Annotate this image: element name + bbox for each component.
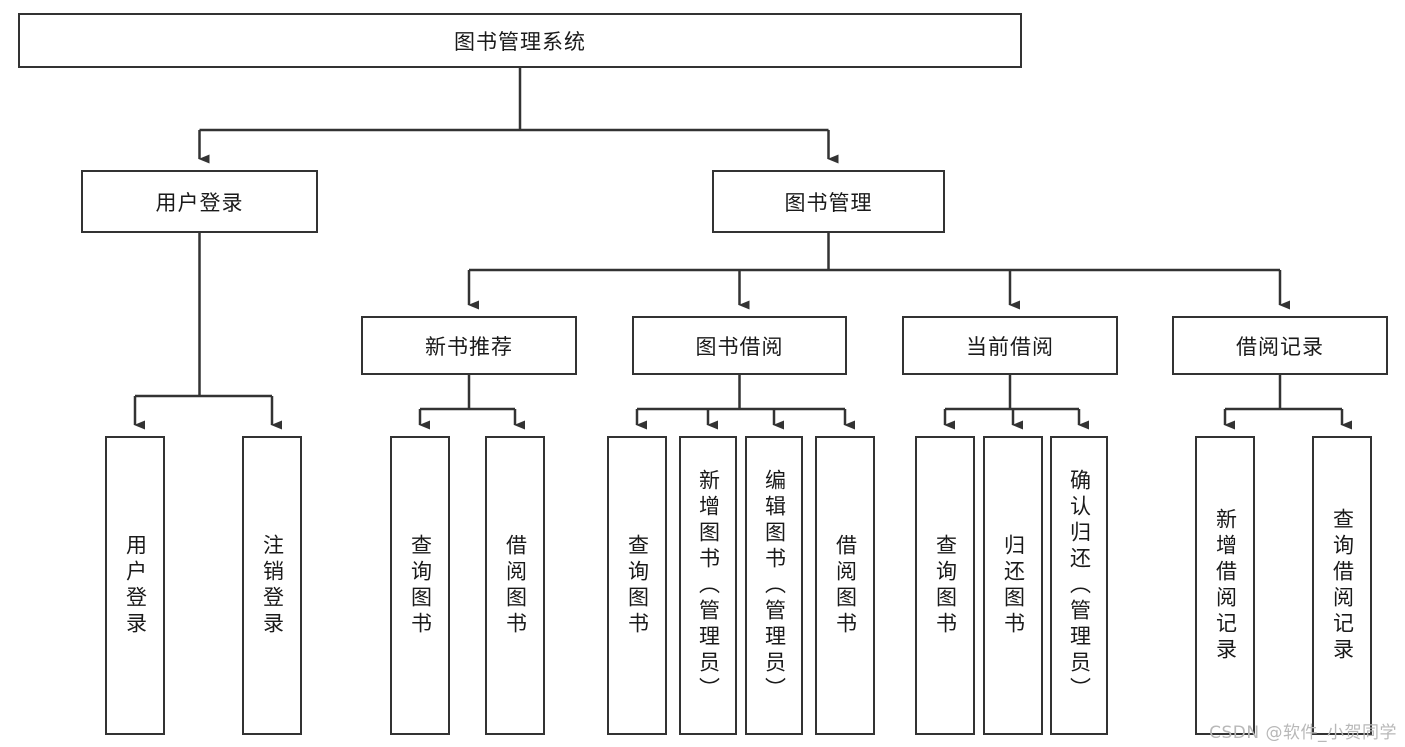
node-leaf-edit-book-label: 编辑图书（管理员） [762,468,787,703]
node-leaf-borrow-book-new-label: 借阅图书 [503,533,528,638]
node-leaf-add-book-label: 新增图书（管理员） [696,468,721,703]
node-user-login-label: 用户登录 [155,190,244,215]
node-leaf-query-book-current-label: 查询图书 [933,533,958,638]
node-leaf-user-login-label: 用户登录 [123,533,148,638]
node-leaf-user-logout[interactable]: 注销登录 [242,436,302,735]
node-leaf-add-book[interactable]: 新增图书（管理员） [679,436,737,735]
node-leaf-add-record-label: 新增借阅记录 [1213,507,1238,664]
node-root[interactable]: 图书管理系统 [18,13,1022,68]
node-new-book-rec-label: 新书推荐 [425,334,513,359]
node-borrow-record-label: 借阅记录 [1236,334,1324,359]
node-root-label: 图书管理系统 [454,29,586,54]
node-leaf-borrow-book-label: 借阅图书 [833,533,858,638]
node-book-borrow-label: 图书借阅 [695,334,784,359]
node-new-book-rec[interactable]: 新书推荐 [361,316,577,375]
node-leaf-query-book-borrow-label: 查询图书 [625,533,650,638]
node-current-borrow-label: 当前借阅 [966,334,1054,359]
node-leaf-confirm-return[interactable]: 确认归还（管理员） [1050,436,1108,735]
node-leaf-add-record[interactable]: 新增借阅记录 [1195,436,1255,735]
node-leaf-confirm-return-label: 确认归还（管理员） [1067,468,1092,703]
node-leaf-edit-book[interactable]: 编辑图书（管理员） [745,436,803,735]
node-leaf-return-book-label: 归还图书 [1001,533,1026,638]
node-leaf-return-book[interactable]: 归还图书 [983,436,1043,735]
node-leaf-query-record[interactable]: 查询借阅记录 [1312,436,1372,735]
watermark: CSDN @软件_小贺同学 [1209,723,1397,743]
node-leaf-user-logout-label: 注销登录 [260,533,285,638]
node-leaf-query-book-new-label: 查询图书 [408,533,433,638]
node-leaf-query-book-borrow[interactable]: 查询图书 [607,436,667,735]
node-leaf-user-login[interactable]: 用户登录 [105,436,165,735]
node-book-manage-label: 图书管理 [784,190,873,215]
node-borrow-record[interactable]: 借阅记录 [1172,316,1388,375]
node-user-login[interactable]: 用户登录 [81,170,318,233]
node-current-borrow[interactable]: 当前借阅 [902,316,1118,375]
node-book-borrow[interactable]: 图书借阅 [632,316,847,375]
node-leaf-query-record-label: 查询借阅记录 [1330,507,1355,664]
node-leaf-borrow-book-new[interactable]: 借阅图书 [485,436,545,735]
node-leaf-query-book-new[interactable]: 查询图书 [390,436,450,735]
node-leaf-query-book-current[interactable]: 查询图书 [915,436,975,735]
node-book-manage[interactable]: 图书管理 [712,170,945,233]
node-leaf-borrow-book[interactable]: 借阅图书 [815,436,875,735]
